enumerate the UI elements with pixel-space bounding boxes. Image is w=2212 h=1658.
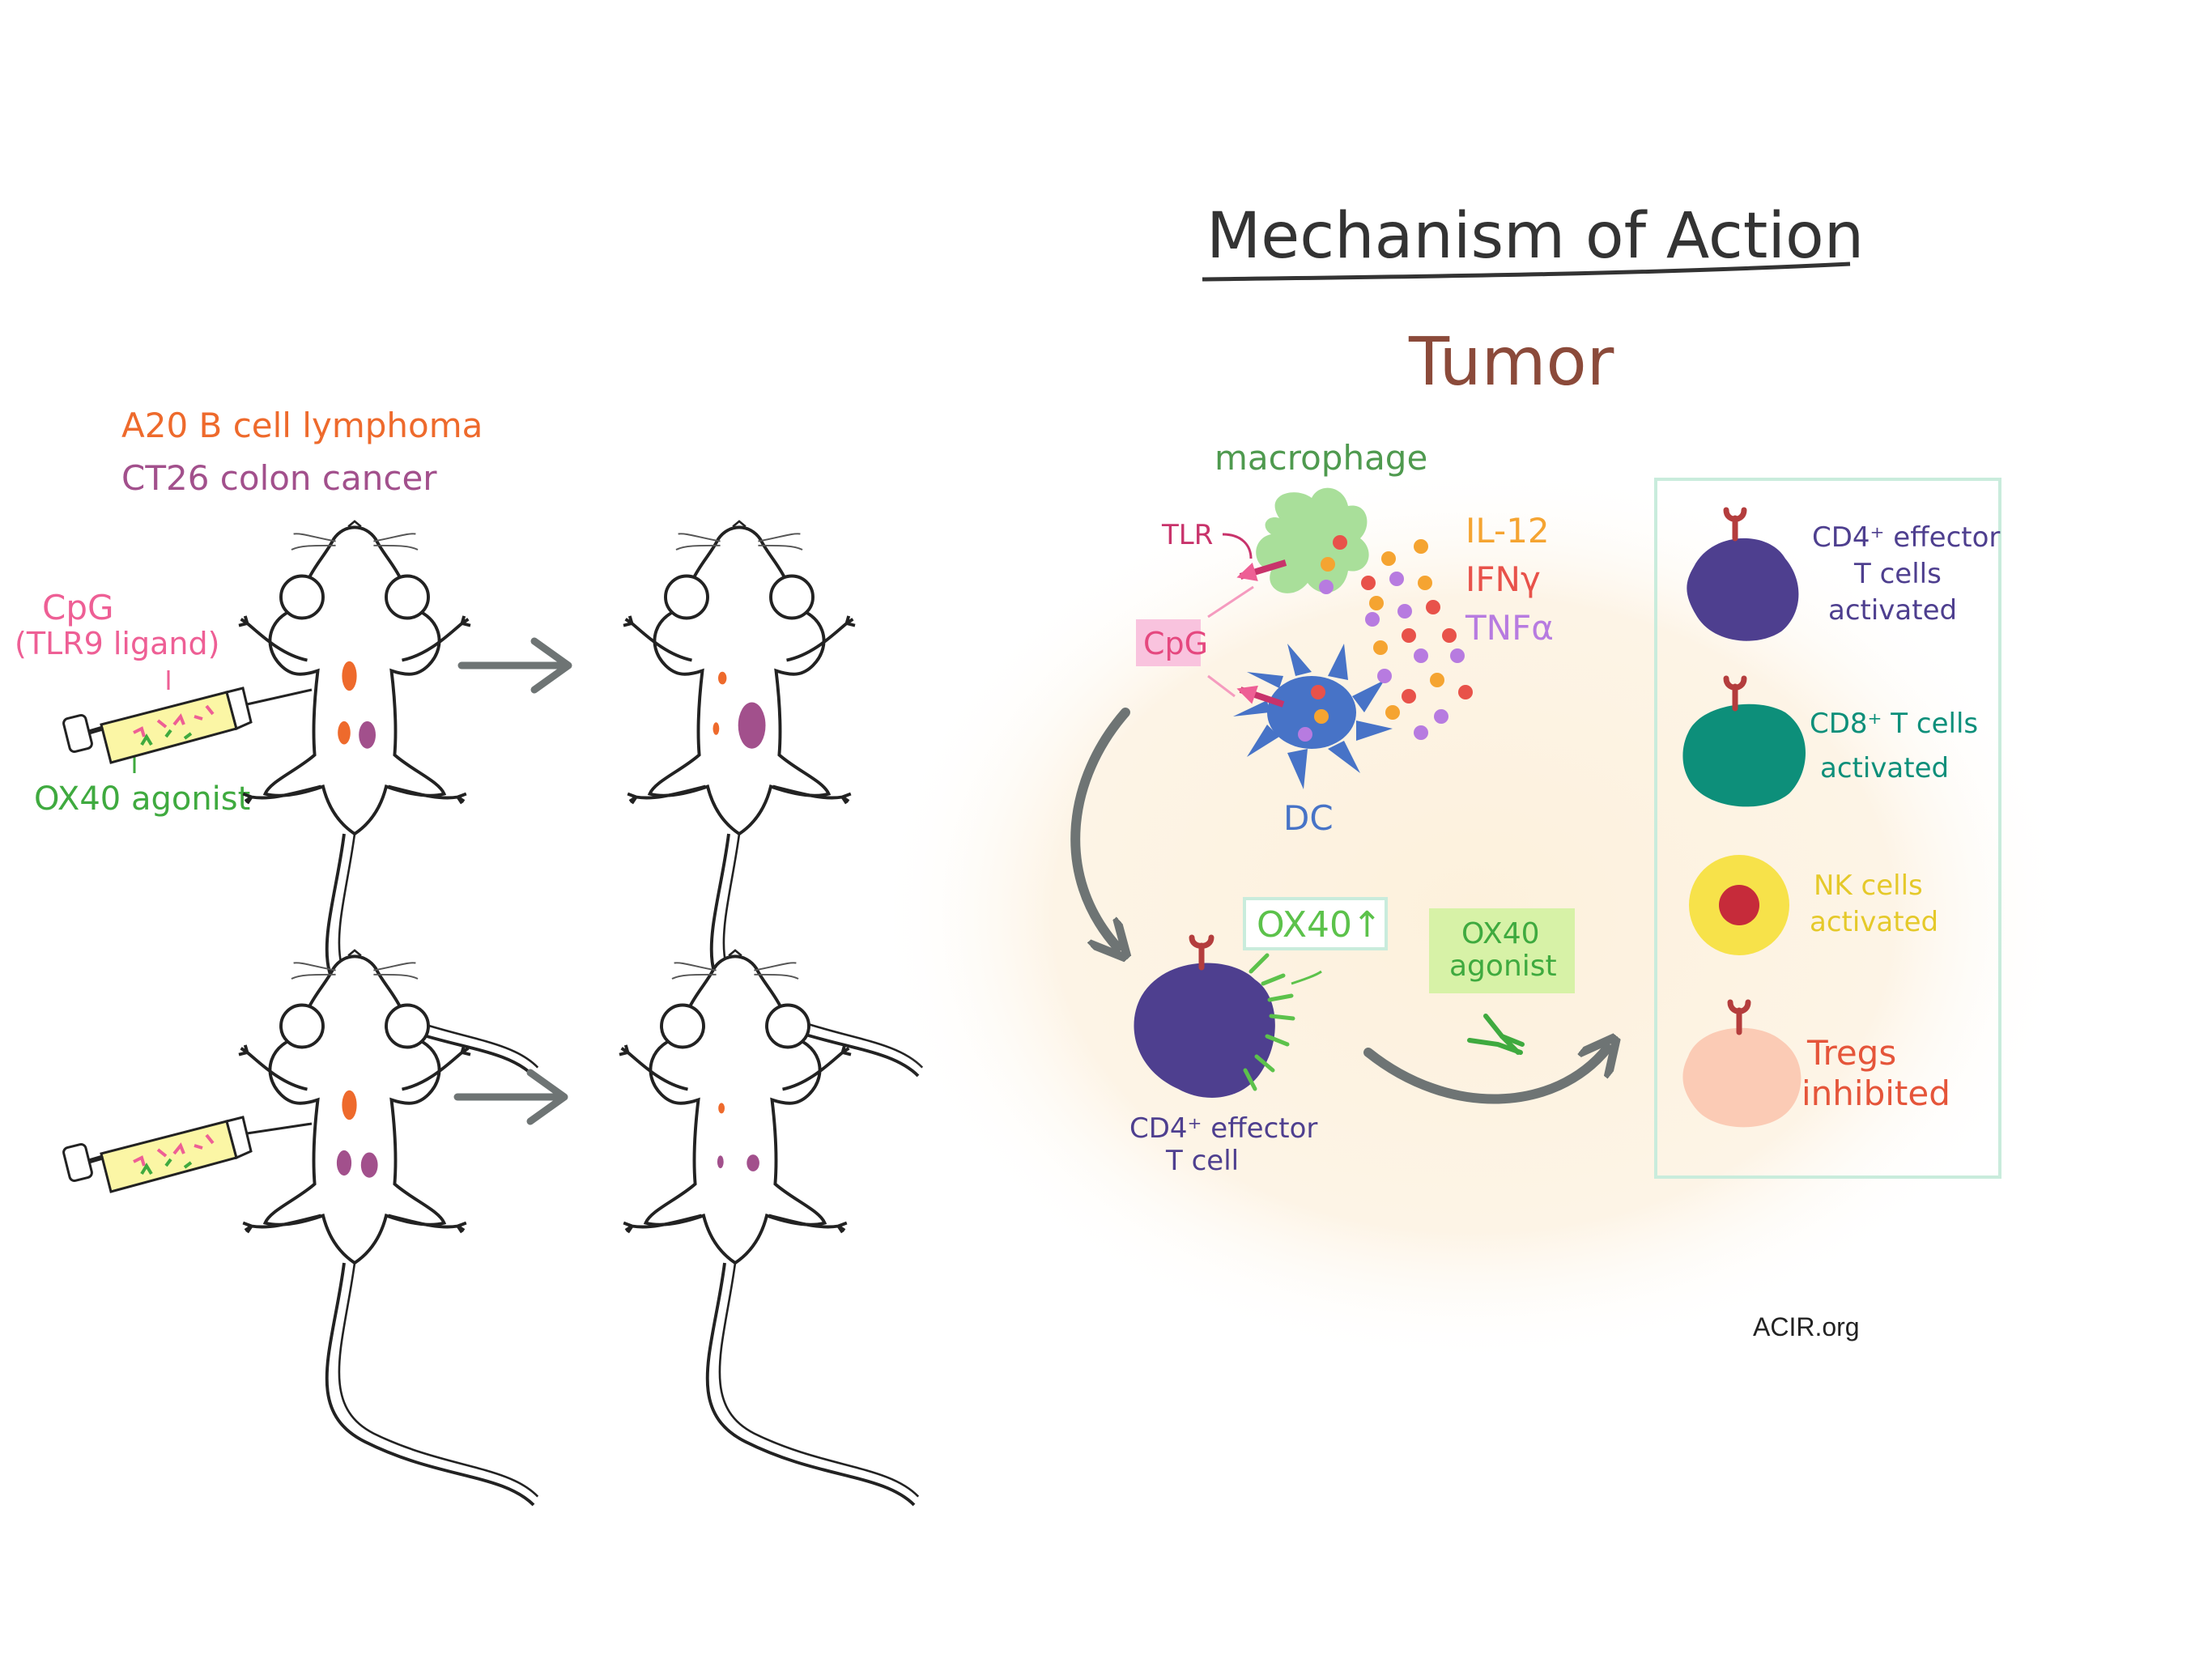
legend-a20: A20 B cell lymphoma [121,406,483,445]
dendritic-cell [1233,644,1393,789]
cytokine-dots [1361,539,1473,740]
ct26-tumor [360,1152,378,1178]
cd4-tcell-label-2: T cell [1165,1145,1239,1177]
diagram-title: Mechanism of Action [1206,200,1864,273]
title-underline [1202,261,1851,282]
tlr9-ligand-label: (TLR9 ligand) [15,626,219,661]
dc-label: DC [1283,798,1334,838]
cytokine-ifng: IFNγ [1465,559,1541,599]
outcome-treg-l2: inhibited [1802,1073,1950,1113]
macrophage-cell [1256,487,1369,594]
cpg-label: CpG [42,588,114,627]
ct26-tumor-injected [336,1150,352,1176]
arrow-to-outcomes [1363,1048,1607,1104]
mouse-treated-after [622,519,925,1078]
outcome-nk-cell [1689,855,1789,955]
outcome-cd4-l2: T cells [1853,558,1942,590]
outcome-cd8-cell [1682,675,1806,807]
a20-tumor-injected [338,721,351,745]
ct26-tumor-grown [738,702,766,749]
syringe-1 [62,687,313,764]
ox40-agonist-box-l1: OX40 [1461,917,1540,950]
outcomes-box [1654,478,2001,1179]
cpg-box [1136,619,1201,666]
arrow-to-cd4 [1070,708,1125,947]
cytokine-tnfa: TNFα [1465,608,1554,648]
a20-tumor-distal [342,1090,357,1120]
outcome-nk-l2: activated [1810,906,1938,938]
ct26-tumor-residual [717,1155,724,1168]
a20-tumor-distal [342,661,357,691]
arrow-bottom [453,1069,568,1125]
macrophage-label: macrophage [1214,438,1427,478]
outcome-cd8-l2: activated [1820,752,1949,784]
ct26-tumor [359,721,376,749]
ox40-up-label: OX40↑ [1257,904,1382,946]
tlr-label: TLR [1161,519,1213,551]
outcome-cd4-cell [1687,507,1799,641]
source-credit: ACIR.org [1753,1312,1860,1341]
cd4-tcell-label-1: CD4⁺ effector [1129,1112,1317,1145]
legend-ct26: CT26 colon cancer [121,458,437,498]
a20-tumor-small [713,722,720,735]
tlr-pointer [1222,533,1253,559]
cpg-to-macrophage [1207,585,1254,619]
ox40-up-box [1243,897,1388,950]
arrow-top [457,637,572,694]
antibody-icon [1467,1014,1525,1055]
ox40-agonist-box-l2: agonist [1449,950,1557,983]
a20-tumor-remaining [718,671,727,685]
cpg-box-label: CpG [1143,626,1208,661]
cytokine-il12: IL-12 [1465,511,1550,551]
ct26-tumor-small [747,1154,759,1171]
outcome-treg-cell [1682,999,1802,1128]
ox40-agonist-label: OX40 agonist [34,780,250,818]
ox40-agonist-box [1429,908,1575,993]
a20-tumor-residual [718,1103,725,1114]
tlr-receptor-macrophage [1236,559,1287,581]
mouse-treated-before [237,519,540,1078]
tumor-title: Tumor [1408,324,1614,401]
cpg-to-dc [1207,674,1236,698]
outcome-cd8-l1: CD8⁺ T cells [1810,708,1978,740]
outcome-nk-l1: NK cells [1814,869,1923,902]
cd4-effector-tcell [1134,934,1295,1098]
syringe-2 [62,1116,313,1193]
outcome-cd4-l3: activated [1828,594,1957,627]
mouse-control-after [618,948,921,1507]
mouse-control-before [237,948,540,1507]
outcome-cd4-l1: CD4⁺ effector [1812,521,2000,554]
outcome-treg-l1: Tregs [1806,1033,1896,1073]
tlr-receptor-dc [1236,685,1285,708]
ox40-up-pointer [1291,970,1322,985]
